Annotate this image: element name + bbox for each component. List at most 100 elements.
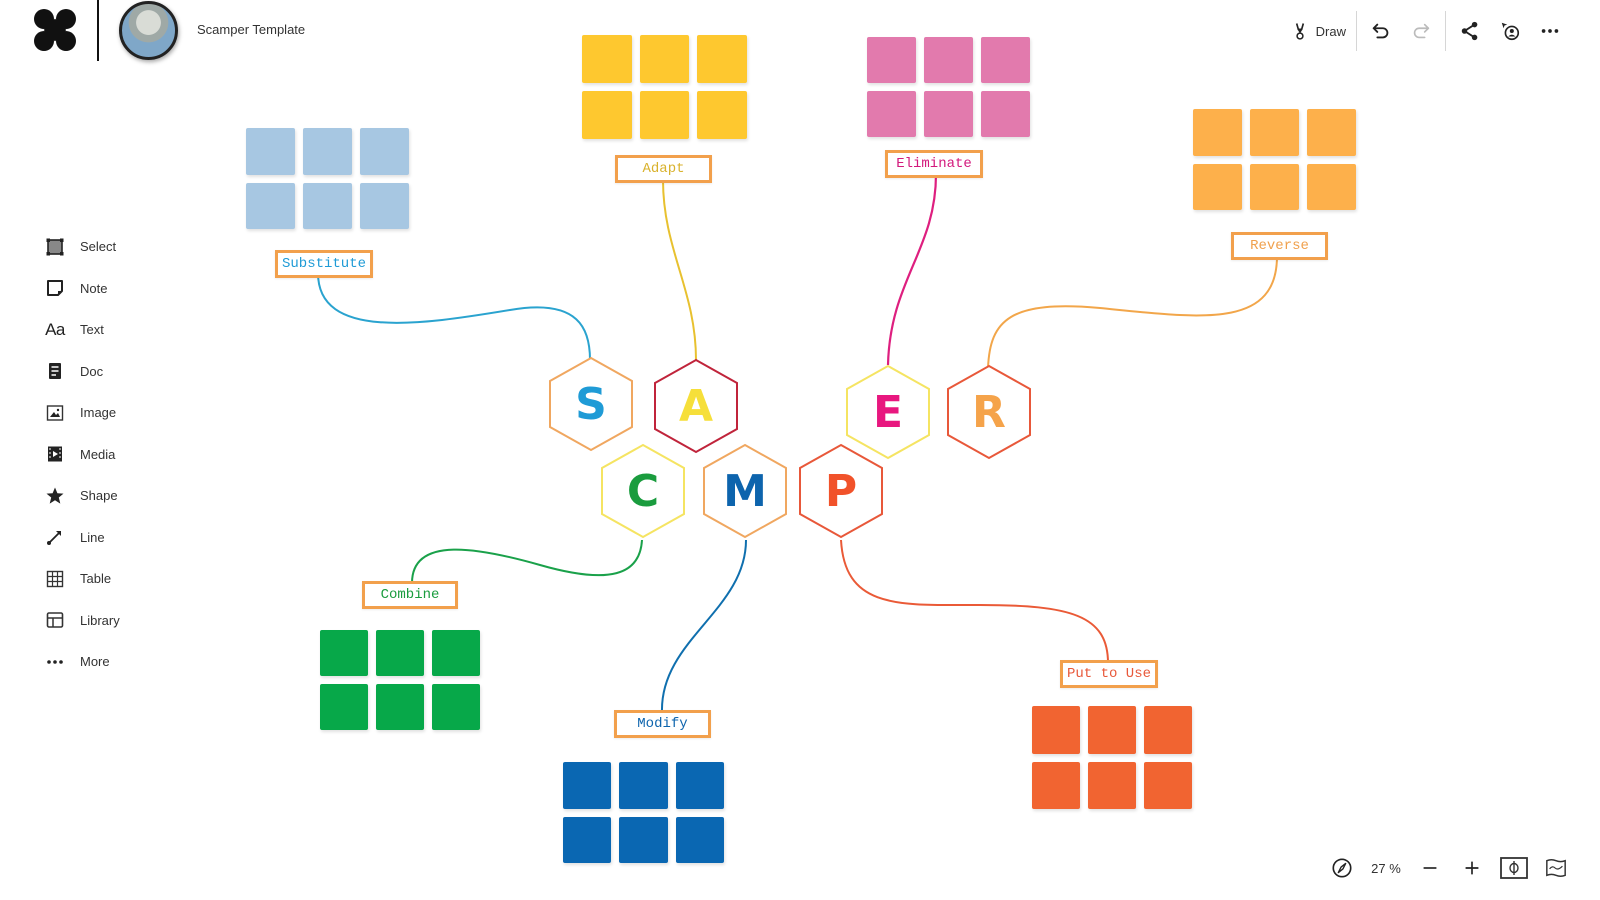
redo-icon xyxy=(1413,23,1430,39)
sticky-note[interactable] xyxy=(432,630,480,676)
sticky-note[interactable] xyxy=(582,35,632,83)
connector-put-to-use xyxy=(840,539,1109,664)
label-combine[interactable]: Combine xyxy=(362,581,458,609)
sticky-note[interactable] xyxy=(1307,163,1356,210)
sticky-note[interactable] xyxy=(303,182,352,229)
sidebar-item-line[interactable]: Line xyxy=(44,517,164,559)
minimap-button[interactable] xyxy=(1540,852,1572,884)
label-adapt[interactable]: Adapt xyxy=(615,155,712,183)
sticky-note[interactable] xyxy=(675,762,724,809)
draw-button[interactable]: Draw xyxy=(1286,11,1352,51)
label-modify[interactable]: Modify xyxy=(614,710,711,738)
sticky-note[interactable] xyxy=(376,684,424,730)
sticky-note[interactable] xyxy=(1088,706,1136,754)
sticky-note[interactable] xyxy=(320,630,368,676)
undo-button[interactable] xyxy=(1361,11,1401,51)
more-icon xyxy=(1541,29,1559,33)
sidebar-item-media[interactable]: Media xyxy=(44,434,164,476)
label-put-to-use[interactable]: Put to Use xyxy=(1060,660,1158,688)
sticky-note[interactable] xyxy=(697,35,747,83)
sticky-note[interactable] xyxy=(924,91,973,137)
hexagon-p[interactable]: P xyxy=(798,443,884,539)
app-logo[interactable] xyxy=(33,8,77,52)
sticky-note[interactable] xyxy=(1193,109,1242,156)
hexagon-letter: R xyxy=(972,386,1006,438)
avatar[interactable] xyxy=(119,1,178,60)
hexagon-a[interactable]: A xyxy=(653,358,739,454)
hexagon-c[interactable]: C xyxy=(600,443,686,539)
sidebar-item-image[interactable]: Image xyxy=(44,392,164,434)
sticky-note[interactable] xyxy=(1144,761,1192,809)
sticky-note[interactable] xyxy=(867,37,916,83)
pen-icon xyxy=(1295,23,1304,40)
sticky-note[interactable] xyxy=(639,35,690,83)
more-options-button[interactable] xyxy=(1530,11,1570,51)
redo-button[interactable] xyxy=(1401,11,1441,51)
sticky-note[interactable] xyxy=(1032,706,1080,754)
sticky-note[interactable] xyxy=(1307,109,1356,156)
hexagon-e[interactable]: E xyxy=(845,364,931,460)
hexagon-shape xyxy=(846,364,930,460)
sidebar-item-text[interactable]: Aa Text xyxy=(44,309,164,351)
text-icon: Aa xyxy=(45,319,65,339)
sticky-note[interactable] xyxy=(376,630,424,676)
sticky-note[interactable] xyxy=(303,128,352,175)
sticky-note[interactable] xyxy=(246,182,295,229)
label-eliminate[interactable]: Eliminate xyxy=(885,150,983,178)
tool-sidebar: Select Note Aa Text Doc Image Media Shap… xyxy=(44,226,164,683)
share-button[interactable] xyxy=(1450,11,1490,51)
follow-user-button[interactable] xyxy=(1490,11,1530,51)
table-icon xyxy=(44,568,66,590)
sticky-note[interactable] xyxy=(246,128,295,175)
sticky-note[interactable] xyxy=(981,37,1030,83)
hexagon-shape xyxy=(601,443,685,539)
sticky-note[interactable] xyxy=(360,182,409,229)
sidebar-item-doc[interactable]: Doc xyxy=(44,351,164,393)
sticky-note[interactable] xyxy=(1250,163,1299,210)
sticky-note[interactable] xyxy=(563,762,612,809)
sticky-note[interactable] xyxy=(924,37,973,83)
sticky-note[interactable] xyxy=(1144,706,1192,754)
zoom-out-button[interactable] xyxy=(1414,852,1446,884)
sidebar-item-more[interactable]: More xyxy=(44,641,164,683)
label-substitute[interactable]: Substitute xyxy=(275,250,373,278)
sticky-note[interactable] xyxy=(697,91,747,139)
sticky-note[interactable] xyxy=(675,816,724,863)
sticky-note[interactable] xyxy=(1193,163,1242,210)
sidebar-item-select[interactable]: Select xyxy=(44,226,164,268)
sidebar-label: Image xyxy=(80,405,117,421)
hexagon-letter: C xyxy=(626,465,660,517)
sticky-note[interactable] xyxy=(981,91,1030,137)
sticky-note[interactable] xyxy=(582,91,632,139)
sticky-note[interactable] xyxy=(867,91,916,137)
notes-reverse xyxy=(1193,109,1356,210)
line-icon xyxy=(44,526,66,548)
board-title[interactable]: Scamper Template xyxy=(197,22,306,37)
hexagon-m[interactable]: M xyxy=(702,443,788,539)
sidebar-item-note[interactable]: Note xyxy=(44,268,164,310)
notes-modify xyxy=(563,762,724,863)
sidebar-item-library[interactable]: Library xyxy=(44,600,164,642)
sidebar-item-table[interactable]: Table xyxy=(44,558,164,600)
sticky-note[interactable] xyxy=(360,128,409,175)
sticky-note[interactable] xyxy=(563,816,612,863)
share-icon xyxy=(1461,21,1478,41)
hexagon-r[interactable]: R xyxy=(946,364,1032,460)
sticky-note[interactable] xyxy=(320,684,368,730)
sticky-note[interactable] xyxy=(639,91,690,139)
navigate-button[interactable] xyxy=(1326,852,1358,884)
sticky-note[interactable] xyxy=(1032,761,1080,809)
label-reverse[interactable]: Reverse xyxy=(1231,232,1328,260)
zoom-in-button[interactable] xyxy=(1456,852,1488,884)
hexagon-s[interactable]: S xyxy=(548,356,634,452)
sidebar-item-shape[interactable]: Shape xyxy=(44,475,164,517)
sticky-note[interactable] xyxy=(1250,109,1299,156)
sticky-note[interactable] xyxy=(1088,761,1136,809)
sticky-note[interactable] xyxy=(432,684,480,730)
sticky-note[interactable] xyxy=(619,816,668,863)
sticky-note[interactable] xyxy=(619,762,668,809)
follow-user-icon xyxy=(1501,22,1520,41)
top-toolbar: Draw xyxy=(1286,10,1570,52)
fit-to-screen-button[interactable] xyxy=(1498,852,1530,884)
